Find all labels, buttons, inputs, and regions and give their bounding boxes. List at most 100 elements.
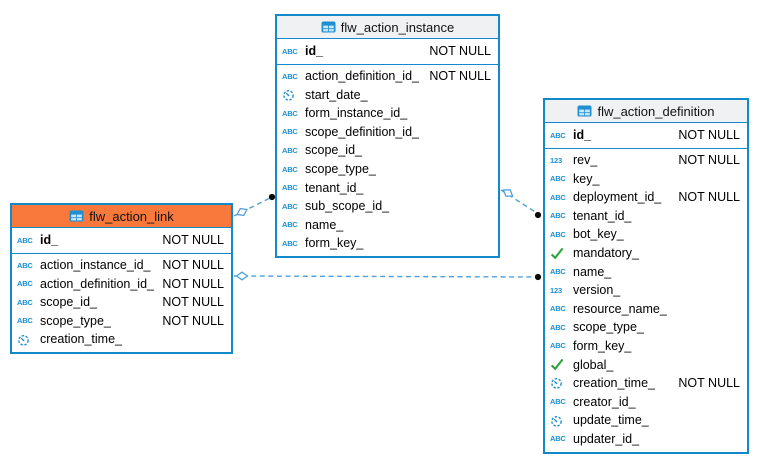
column-constraint: NOT NULL: [162, 313, 224, 328]
text-type-icon: ABC: [550, 434, 566, 444]
column-row-sub_scope_id_[interactable]: ABC sub_scope_id_: [277, 197, 498, 216]
type-icon-cell: ABC: [17, 237, 40, 245]
column-name: scope_type_: [305, 162, 376, 177]
column-row-mandatory_[interactable]: mandatory_: [545, 244, 747, 263]
type-icon-cell: 123: [550, 157, 573, 165]
text-type-icon: ABC: [282, 46, 298, 56]
table-header[interactable]: flw_action_link: [12, 205, 231, 228]
text-type-icon: ABC: [550, 174, 566, 184]
table-icon: [577, 105, 592, 117]
column-name: name_: [573, 264, 612, 279]
type-icon-cell: ABC: [17, 299, 40, 307]
type-icon-cell: ABC: [550, 305, 573, 313]
column-name: id_: [305, 44, 324, 59]
column-name: sub_scope_id_: [305, 199, 390, 214]
column-name: scope_type_: [573, 320, 644, 335]
column-row-creation_time_[interactable]: creation_time_: [12, 330, 231, 349]
type-icon-cell: ABC: [282, 203, 305, 211]
text-type-icon: ABC: [282, 127, 298, 137]
column-row-name_[interactable]: ABC name_: [545, 263, 747, 282]
column-row-global_[interactable]: global_: [545, 356, 747, 375]
column-name: creator_id_: [573, 394, 636, 409]
column-constraint: NOT NULL: [162, 258, 224, 273]
text-type-icon: ABC: [17, 316, 33, 326]
type-icon-cell: ABC: [282, 184, 305, 192]
type-icon-cell: [550, 376, 573, 390]
column-name: scope_id_: [40, 295, 97, 310]
text-type-icon: ABC: [550, 304, 566, 314]
column-row-id_[interactable]: ABC id_ NOT NULL: [277, 41, 498, 62]
type-icon-cell: ABC: [550, 324, 573, 332]
type-icon-cell: ABC: [550, 435, 573, 443]
type-icon-cell: [282, 88, 305, 102]
column-row-scope_type_[interactable]: ABC scope_type_ NOT NULL: [12, 312, 231, 331]
text-type-icon: ABC: [550, 267, 566, 277]
column-constraint: NOT NULL: [429, 44, 491, 59]
column-name: key_: [573, 171, 600, 186]
column-row-creation_time_[interactable]: creation_time_NOT NULL: [545, 374, 747, 393]
column-name: updater_id_: [573, 431, 640, 446]
table-header[interactable]: flw_action_instance: [277, 16, 498, 39]
column-name: name_: [305, 217, 344, 232]
boolean-type-icon: [550, 247, 564, 260]
column-name: action_definition_id_: [305, 69, 419, 84]
column-row-start_date_[interactable]: start_date_: [277, 86, 498, 105]
table-header[interactable]: flw_action_definition: [545, 100, 747, 123]
column-name: form_instance_id_: [305, 106, 408, 121]
column-row-key_[interactable]: ABC key_: [545, 170, 747, 189]
datetime-type-icon: [551, 415, 562, 427]
text-type-icon: ABC: [550, 322, 566, 332]
text-type-icon: ABC: [282, 183, 298, 193]
column-row-updater_id_[interactable]: ABC updater_id_: [545, 430, 747, 449]
type-icon-cell: ABC: [282, 110, 305, 118]
table-title: flw_action_link: [89, 208, 174, 224]
type-icon-cell: ABC: [550, 231, 573, 239]
table-icon: [321, 21, 336, 33]
column-name: scope_type_: [40, 313, 111, 328]
text-type-icon: ABC: [550, 192, 566, 202]
table-icon: [69, 210, 84, 222]
column-row-scope_type_[interactable]: ABC scope_type_: [545, 318, 747, 337]
type-icon-cell: ABC: [282, 240, 305, 248]
type-icon-cell: ABC: [550, 132, 573, 140]
text-type-icon: ABC: [550, 130, 566, 140]
type-icon-cell: [550, 414, 573, 428]
type-icon-cell: ABC: [550, 342, 573, 350]
column-name: tenant_id_: [573, 208, 632, 223]
text-type-icon: ABC: [17, 279, 33, 289]
text-type-icon: ABC: [282, 201, 298, 211]
column-row-update_time_[interactable]: update_time_: [545, 411, 747, 430]
column-row-name_[interactable]: ABC name_: [277, 216, 498, 235]
text-type-icon: ABC: [282, 220, 298, 230]
text-type-icon: ABC: [282, 145, 298, 155]
type-icon-cell: ABC: [550, 212, 573, 220]
